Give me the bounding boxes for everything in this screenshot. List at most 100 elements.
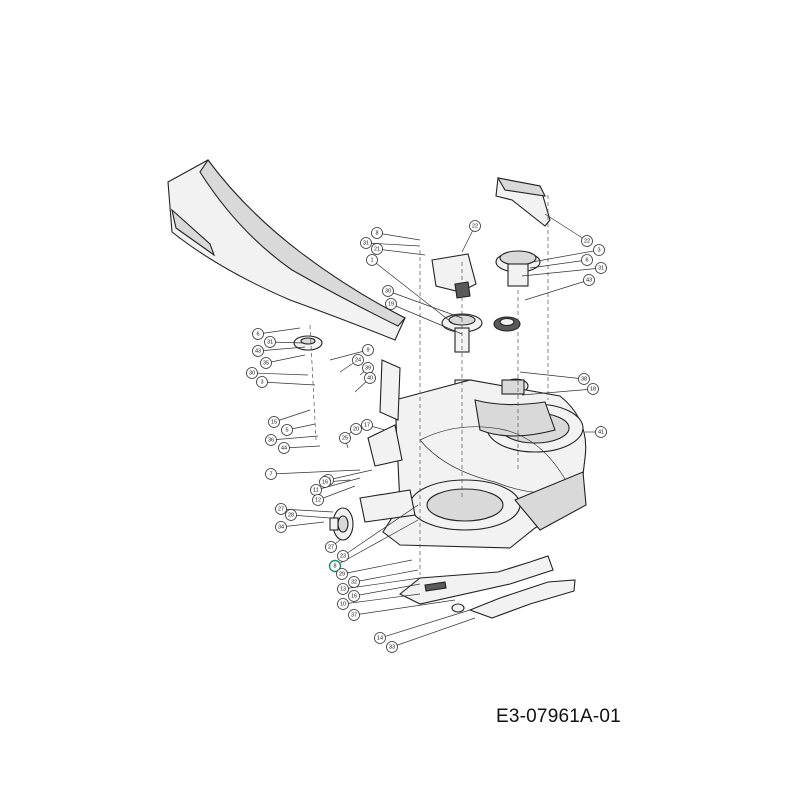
- leader-line: [251, 372, 309, 376]
- part-callout: 9: [362, 344, 374, 356]
- callout-circle: [581, 254, 593, 266]
- callout-circle: [275, 503, 287, 515]
- part-callout: 6: [252, 328, 264, 340]
- part-callout: 17: [361, 419, 373, 431]
- part-callout: 29: [336, 568, 348, 580]
- leader-line: [341, 559, 413, 575]
- callout-circle: [285, 509, 297, 521]
- cutting-blade: [398, 555, 576, 619]
- part-callout: 3: [256, 376, 268, 388]
- callout-circle: [595, 262, 607, 274]
- callout-circle: [348, 609, 360, 621]
- leader-line: [387, 290, 463, 319]
- callout-label: 31: [267, 339, 273, 345]
- callout-label: 11: [313, 487, 319, 493]
- callout-label: 29: [339, 571, 345, 577]
- callout-label: 16: [322, 479, 328, 485]
- assembly-axes: [309, 195, 549, 575]
- part-callout: 41: [595, 426, 607, 438]
- leader-line: [521, 267, 602, 277]
- part-callout: 27: [275, 503, 287, 515]
- callout-label: 3: [597, 247, 600, 253]
- callout-circle: [371, 227, 383, 239]
- part-callout: 21: [371, 243, 383, 255]
- leader-line: [371, 259, 456, 326]
- callout-label: 22: [584, 238, 590, 244]
- leader-line: [531, 249, 600, 263]
- leader-line: [529, 259, 588, 269]
- callout-circle: [595, 426, 607, 438]
- callout-label: 16: [351, 593, 357, 599]
- part-callout: 31: [595, 262, 607, 274]
- leader-line: [524, 279, 590, 301]
- callout-circle: [361, 419, 373, 431]
- callout-circle: [312, 494, 324, 506]
- part-callout: 40: [364, 372, 376, 384]
- callout-circle: [281, 424, 293, 436]
- callout-label: 41: [598, 429, 604, 435]
- callout-label: 3: [260, 379, 263, 385]
- part-callout: 31: [360, 237, 372, 249]
- callout-label: 17: [364, 422, 370, 428]
- leader-line: [317, 485, 356, 501]
- callout-label: 23: [340, 553, 346, 559]
- part-callout: 32: [348, 576, 360, 588]
- leader-line: [390, 303, 463, 335]
- part-callout: 19: [385, 298, 397, 310]
- callout-label: 8: [333, 563, 336, 569]
- callout-label: 1: [370, 257, 373, 263]
- callout-label: 12: [315, 497, 321, 503]
- callout-circle: [336, 568, 348, 580]
- deck-wheel: [329, 507, 354, 541]
- mower-deck: [359, 359, 587, 549]
- idler-pulley: [293, 316, 529, 394]
- callout-label: 34: [278, 524, 284, 530]
- part-callout: 1: [366, 254, 378, 266]
- part-callout: 35: [260, 357, 272, 369]
- part-callout: 30: [382, 285, 394, 297]
- part-callout: 13: [337, 583, 349, 595]
- callout-label: 43: [586, 277, 592, 283]
- part-callout: 30: [246, 367, 258, 379]
- part-callout: 18: [587, 383, 599, 395]
- leader-line: [283, 445, 321, 449]
- callout-circle: [339, 432, 351, 444]
- part-callout: 10: [337, 598, 349, 610]
- callout-circle: [328, 559, 342, 573]
- callout-circle: [268, 416, 280, 428]
- callout-circle: [382, 285, 394, 297]
- leader-line: [315, 477, 361, 491]
- part-callout: 25: [339, 432, 351, 444]
- leader-line: [270, 469, 361, 475]
- callout-label: 36: [268, 437, 274, 443]
- callout-circle: [252, 328, 264, 340]
- callout-circle: [386, 641, 398, 653]
- part-callout: 31: [264, 336, 276, 348]
- leader-line: [342, 504, 419, 557]
- callout-label: 31: [598, 265, 604, 271]
- callout-circle: [337, 550, 349, 562]
- callout-circle: [583, 274, 595, 286]
- callout-label: 32: [351, 579, 357, 585]
- leader-line: [376, 248, 426, 256]
- callout-label: 6: [256, 331, 259, 337]
- callout-label: 6: [585, 257, 588, 263]
- part-callout: 36: [265, 434, 277, 446]
- callout-label: 19: [388, 301, 394, 307]
- part-callout: 38: [578, 373, 590, 385]
- callout-label: 38: [581, 376, 587, 382]
- leader-line: [273, 409, 311, 423]
- callout-label: 27: [328, 544, 334, 550]
- callout-circle: [265, 434, 277, 446]
- callout-label: 31: [363, 240, 369, 246]
- callout-label: 15: [271, 419, 277, 425]
- part-callout: 23: [337, 550, 349, 562]
- part-callout: 33: [386, 641, 398, 653]
- callout-circle: [385, 298, 397, 310]
- callout-circle: [578, 373, 590, 385]
- callout-circle: [278, 442, 290, 454]
- callout-label: 5: [285, 427, 288, 433]
- callout-circle: [252, 345, 264, 357]
- callout-circle: [350, 423, 362, 435]
